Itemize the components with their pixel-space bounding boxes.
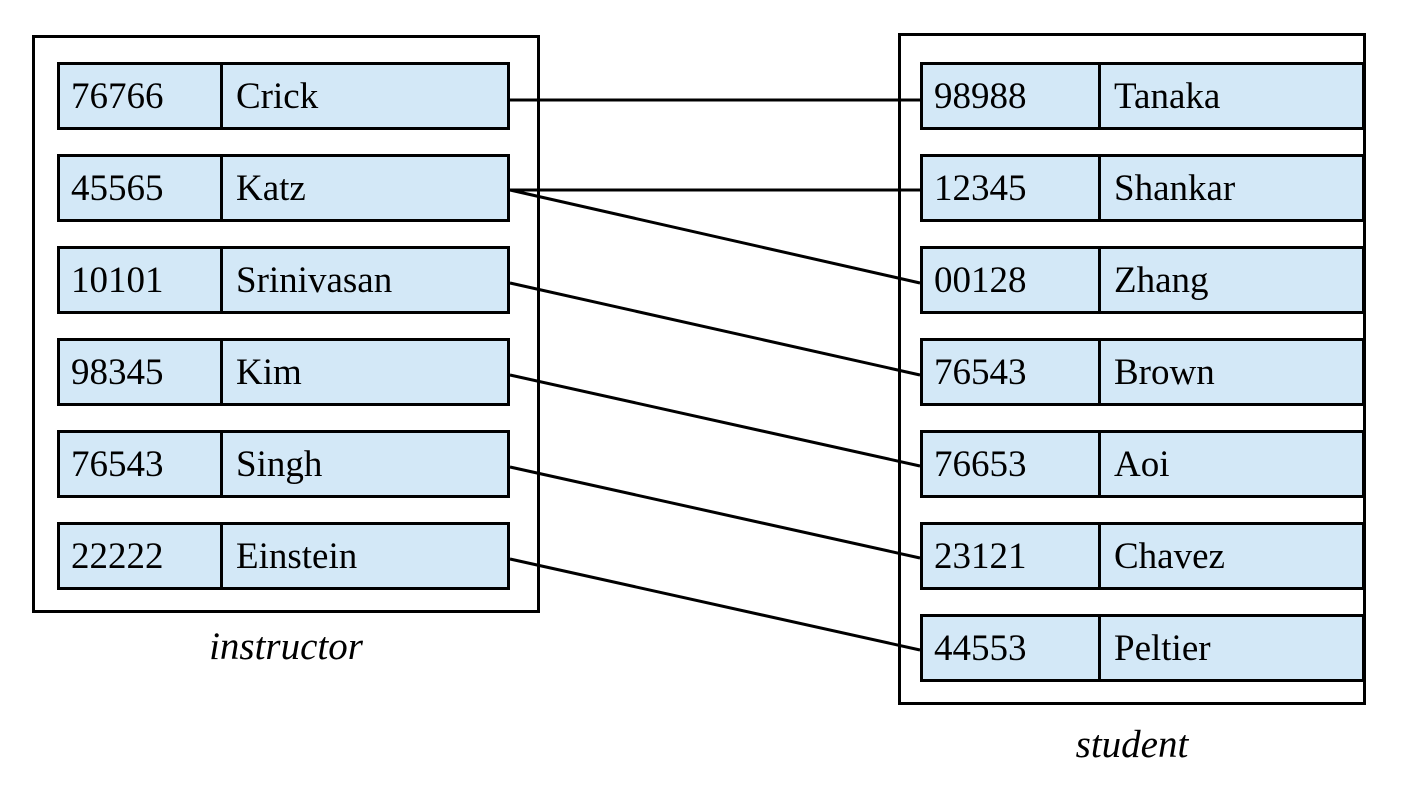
instructor-caption: instructor [209, 625, 363, 668]
student-row[interactable]: 44553 Peltier [920, 614, 1365, 682]
instructor-id: 76766 [60, 65, 223, 127]
instructor-id: 98345 [60, 341, 223, 403]
student-id: 98988 [923, 65, 1101, 127]
student-id: 00128 [923, 249, 1101, 311]
student-id: 76653 [923, 433, 1101, 495]
connector-singh-chavez [509, 465, 921, 560]
student-row[interactable]: 12345 Shankar [920, 154, 1365, 222]
instructor-name: Einstein [236, 535, 358, 577]
instructor-name: Katz [236, 167, 306, 209]
instructor-row[interactable]: 76543 Singh [57, 430, 510, 498]
instructor-row[interactable]: 98345 Kim [57, 338, 510, 406]
connector-katz-zhang [509, 188, 921, 285]
instructor-name: Srinivasan [236, 259, 393, 301]
student-name: Aoi [1114, 443, 1170, 485]
student-id: 23121 [923, 525, 1101, 587]
instructor-name: Singh [236, 443, 323, 485]
student-name: Shankar [1114, 167, 1236, 209]
instructor-table-container [32, 35, 540, 613]
student-id: 12345 [923, 157, 1101, 219]
instructor-row[interactable]: 22222 Einstein [57, 522, 510, 590]
student-row[interactable]: 76543 Brown [920, 338, 1365, 406]
student-name: Chavez [1114, 535, 1225, 577]
connector-srinivasan-brown [509, 281, 921, 377]
student-id: 76543 [923, 341, 1101, 403]
instructor-row[interactable]: 76766 Crick [57, 62, 510, 130]
student-row[interactable]: 23121 Chavez [920, 522, 1365, 590]
student-caption: student [1075, 723, 1189, 766]
instructor-row[interactable]: 10101 Srinivasan [57, 246, 510, 314]
instructor-id: 45565 [60, 157, 223, 219]
connector-einstein-peltier [509, 557, 921, 652]
instructor-id: 22222 [60, 525, 223, 587]
student-row[interactable]: 98988 Tanaka [920, 62, 1365, 130]
instructor-name: Kim [236, 351, 302, 393]
student-id: 44553 [923, 617, 1101, 679]
student-name: Tanaka [1114, 75, 1221, 117]
instructor-name: Crick [236, 75, 319, 117]
student-row[interactable]: 00128 Zhang [920, 246, 1365, 314]
student-name: Peltier [1114, 627, 1211, 669]
student-name: Zhang [1114, 259, 1209, 301]
instructor-row[interactable]: 45565 Katz [57, 154, 510, 222]
student-name: Brown [1114, 351, 1215, 393]
instructor-id: 10101 [60, 249, 223, 311]
connector-kim-aoi [509, 373, 921, 468]
instructor-id: 76543 [60, 433, 223, 495]
student-row[interactable]: 76653 Aoi [920, 430, 1365, 498]
